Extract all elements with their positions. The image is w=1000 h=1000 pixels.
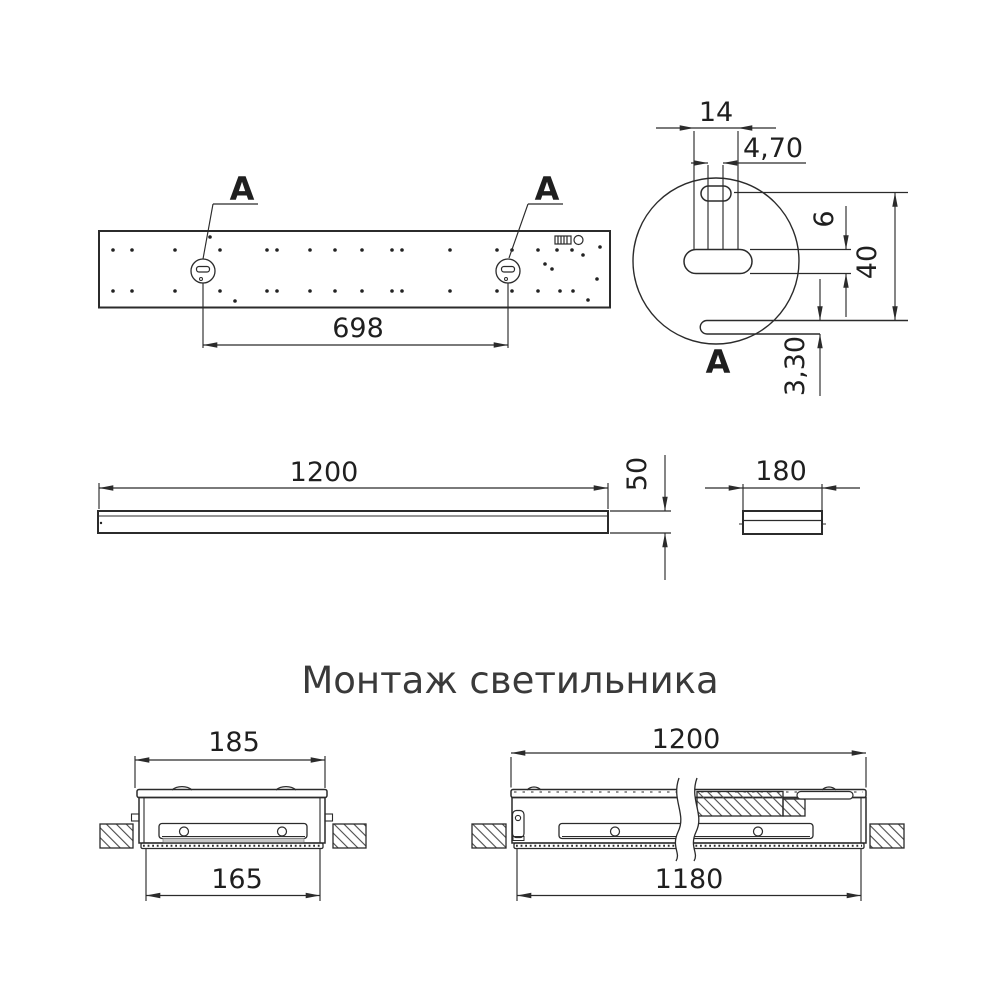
end-view-outline [742, 510, 823, 535]
dim-3-30: 3,30 [780, 279, 823, 396]
tray-hole [609, 826, 621, 837]
dim-text-3-30: 3,30 [780, 336, 811, 396]
dim-1200-mount: 1200 [510, 724, 867, 788]
mounting-long-section: 1200 1180 [471, 724, 905, 901]
dim-text-40: 40 [852, 245, 883, 279]
spring-clip-right [821, 786, 837, 791]
upper-slot [700, 185, 732, 202]
spring-clip-left [526, 786, 542, 791]
dim-40: 40 [734, 191, 908, 321]
dim-14: 14 [656, 97, 776, 131]
dim-text-1200-mount: 1200 [652, 724, 721, 755]
end-bracket [511, 809, 525, 839]
dim-text-6: 6 [809, 210, 840, 227]
bracket-hole [514, 814, 522, 822]
cable-slot [796, 790, 854, 800]
side-view-outline [97, 510, 609, 534]
keyhole-left [190, 203, 258, 284]
diffuser [140, 842, 324, 850]
dim-6: 6 [809, 206, 849, 317]
dim-text-185: 185 [208, 727, 260, 758]
dim-text-4-70: 4,70 [743, 133, 803, 164]
detail-circle [632, 177, 800, 345]
dim-text-1180: 1180 [655, 864, 724, 895]
dim-1200-side: 1200 [98, 457, 609, 509]
driver-box-section [696, 790, 784, 817]
dim-text-50: 50 [622, 457, 653, 491]
led-dots [111, 235, 602, 303]
dim-text-1200-side: 1200 [290, 457, 359, 488]
dim-text-698: 698 [332, 313, 384, 344]
tray-hole [178, 826, 190, 837]
top-lid [136, 788, 328, 799]
mounting-cross-section: 185 165 [99, 727, 367, 901]
ceiling-block-right [332, 823, 367, 849]
spring-clip-left [171, 786, 193, 791]
dim-50: 50 [610, 455, 671, 580]
dim-4-70: 4,70 [691, 133, 806, 166]
lower-slot [699, 319, 908, 335]
detail-callout-label-right: A [535, 170, 560, 208]
latch-tab-right [324, 813, 334, 822]
keyhole-right [495, 203, 563, 284]
middle-slot [683, 248, 753, 275]
ceiling-block-left [99, 823, 134, 849]
detail-view-a: 14 4,70 6 40 [632, 97, 908, 396]
panel-top-view: A A 698 [98, 170, 611, 348]
dim-698: 698 [202, 283, 509, 348]
terminal-block-icon [554, 235, 572, 245]
dim-text-165: 165 [211, 864, 263, 895]
dim-180: 180 [705, 456, 860, 510]
side-view: 1200 50 [97, 455, 671, 580]
tray-hole [276, 826, 288, 837]
detail-callout-label-left: A [230, 170, 255, 208]
led-strip [162, 838, 305, 844]
bracket-foot [512, 836, 525, 841]
driver-box-step [782, 798, 806, 817]
ceiling-block-right [869, 823, 905, 849]
dim-text-14: 14 [699, 97, 733, 128]
ceiling-block-left [471, 823, 507, 849]
section-title: Монтаж светильника [301, 659, 718, 702]
hole-icon [573, 234, 584, 246]
dim-1180: 1180 [516, 849, 862, 901]
tray-hole [752, 826, 764, 837]
break-lines [674, 777, 700, 862]
end-view: 180 [705, 456, 860, 535]
panel-outline [98, 230, 611, 309]
latch-tab-left [130, 813, 140, 822]
detail-view-label: A [706, 343, 731, 381]
spring-clip-right [275, 786, 297, 791]
dim-185: 185 [134, 727, 326, 788]
dim-165: 165 [145, 849, 321, 901]
dim-text-180: 180 [755, 456, 807, 487]
